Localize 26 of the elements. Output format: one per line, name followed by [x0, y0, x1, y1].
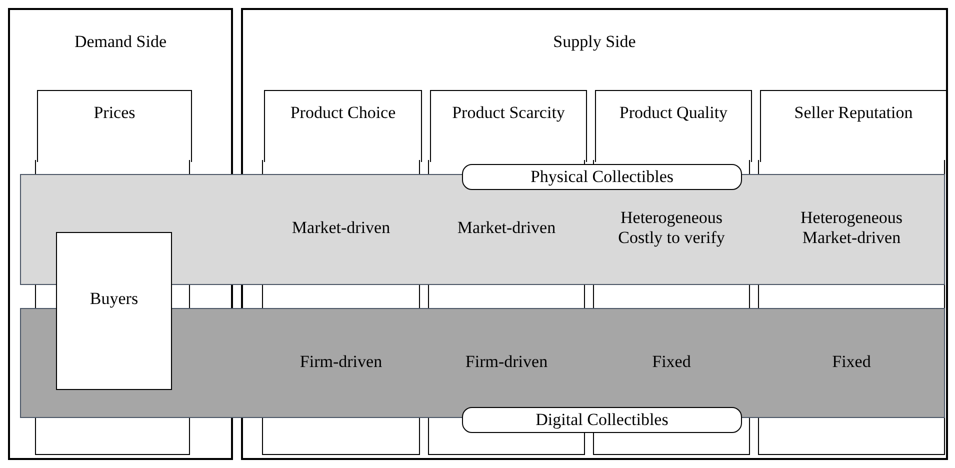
node-label: Demand Side: [74, 32, 167, 52]
column-box: [37, 90, 192, 162]
column-box: [430, 90, 587, 162]
column-box: [595, 90, 752, 162]
node-label: Digital Collectibles: [536, 410, 668, 430]
cell-text: Market-driven: [456, 218, 557, 238]
node-label: Prices: [94, 103, 136, 123]
cell-text: Firm-driven: [464, 352, 549, 372]
node-label: Product Quality: [619, 103, 728, 123]
cell-text: Fixed: [651, 352, 692, 372]
box: [56, 232, 172, 390]
node-label: Seller Reputation: [794, 103, 913, 123]
cell-text: Heterogeneous Market-driven: [800, 208, 904, 248]
node-label: Buyers: [90, 289, 138, 309]
cell-text: Fixed: [831, 352, 872, 372]
pill-label: [462, 164, 742, 190]
column-box: [264, 90, 422, 162]
node-label: Supply Side: [553, 32, 636, 52]
column-box: [760, 90, 947, 162]
node-label: Physical Collectibles: [530, 167, 674, 187]
cell-text: Market-driven: [290, 218, 392, 238]
node-label: Product Scarcity: [452, 103, 565, 123]
pill-label: [462, 407, 742, 433]
cell-text: Firm-driven: [298, 352, 384, 372]
cell-text: Heterogeneous Costly to verify: [617, 208, 726, 248]
node-label: Product Choice: [290, 103, 396, 123]
